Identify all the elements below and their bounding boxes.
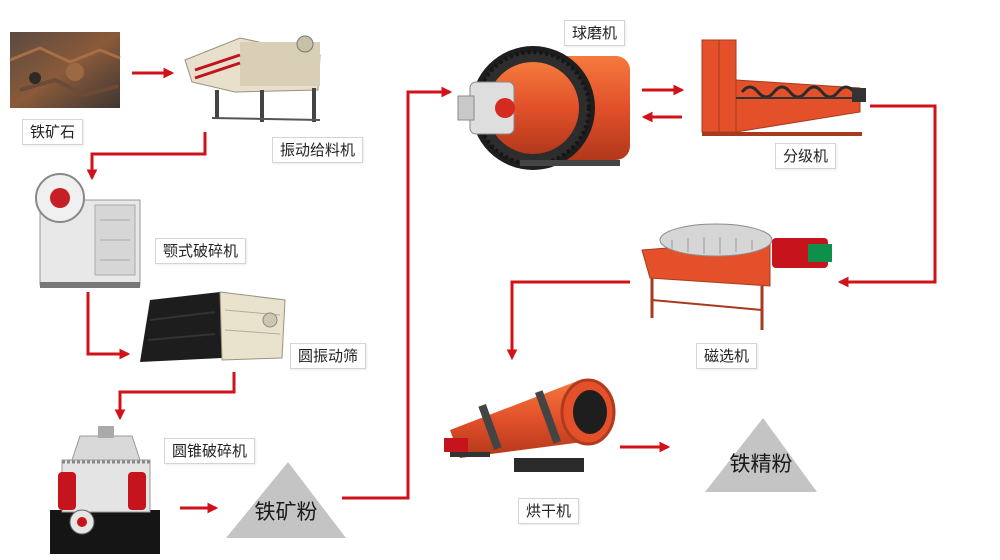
label-iron-ore: 铁矿石 (22, 119, 84, 145)
label-magnetic-separator: 磁选机 (696, 343, 758, 369)
label-circular-screen: 圆振动筛 (290, 343, 367, 369)
arrow-powder-to-mill (342, 86, 453, 500)
iron-powder-text: 铁矿粉 (254, 500, 318, 524)
arrow-feeder-to-jaw (86, 132, 207, 181)
iron-concentrate-pile (705, 418, 817, 492)
label-cone-crusher: 圆锥破碎机 (164, 438, 256, 464)
label-vibrating-feeder: 振动给料机 (272, 137, 364, 163)
iron-ore-image (9, 32, 121, 108)
vibrating-feeder-image (184, 35, 321, 122)
label-ball-mill: 球磨机 (564, 20, 626, 46)
flow-arrows (86, 67, 937, 514)
magnetic-separator-image (641, 223, 832, 330)
spiral-classifier-image (701, 39, 866, 136)
label-classifier: 分级机 (775, 143, 837, 169)
iron-concentrate-text: 铁精粉 (729, 452, 793, 476)
label-jaw-crusher: 颚式破碎机 (155, 238, 247, 264)
arrow-screen-to-cone (114, 372, 236, 421)
arrow-classifier-to-separator (837, 104, 937, 288)
rotary-dryer-image (444, 378, 616, 472)
jaw-crusher-image (35, 173, 141, 288)
circular-screen-image (140, 291, 286, 362)
arrow-jaw-to-screen (86, 292, 131, 360)
cone-crusher-image (50, 426, 160, 554)
arrow-separator-to-dryer (506, 280, 630, 361)
iron-powder-pile-label: 铁矿粉 (226, 496, 346, 526)
ball-mill-image (457, 46, 630, 170)
iron-concentrate-pile-label: 铁精粉 (705, 448, 817, 478)
iron-powder-pile (226, 462, 346, 538)
label-dryer: 烘干机 (518, 498, 580, 524)
